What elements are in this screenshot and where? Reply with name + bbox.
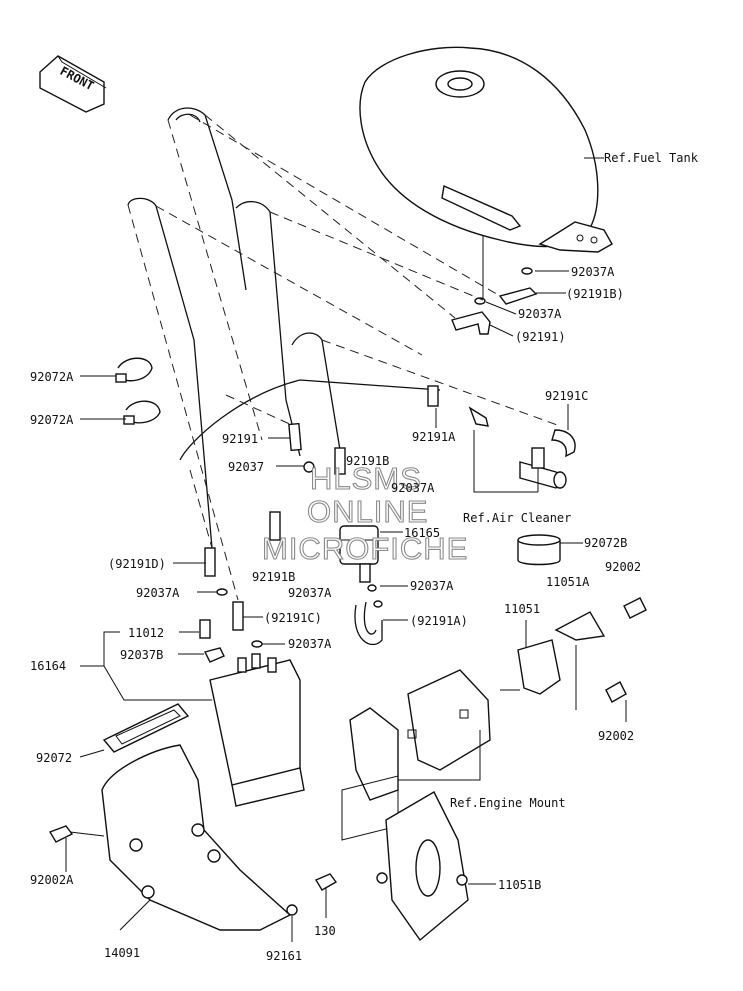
label-92072B: 92072B bbox=[584, 536, 627, 550]
label-92037A: 92037A bbox=[571, 265, 615, 279]
bolts bbox=[48, 597, 647, 916]
label-92037A: 92037A bbox=[288, 637, 332, 651]
hose-pieces bbox=[199, 385, 576, 646]
watermark: HLSMS ONLINE MICROFICHE bbox=[261, 460, 468, 566]
label-92191C-paren: (92191C) bbox=[264, 611, 322, 625]
label-92191C: 92191C bbox=[545, 389, 588, 403]
label-92072A: 92072A bbox=[30, 413, 74, 427]
label-11051A: 11051A bbox=[546, 575, 590, 589]
label-16165: 16165 bbox=[404, 526, 440, 540]
engine-mount bbox=[341, 669, 491, 841]
label-ref-air-cleaner: Ref.Air Cleaner bbox=[463, 511, 571, 525]
label-92037A: 92037A bbox=[288, 586, 332, 600]
t-fitting bbox=[473, 430, 567, 493]
label-ref-fuel-tank: Ref.Fuel Tank bbox=[604, 151, 699, 165]
watermark-line-2: ONLINE bbox=[307, 494, 428, 529]
label-92002: 92002 bbox=[598, 729, 634, 743]
label-92161: 92161 bbox=[266, 949, 302, 963]
label-11051: 11051 bbox=[504, 602, 540, 616]
band-92072B bbox=[517, 534, 561, 566]
watermark-line-1: HLSMS bbox=[310, 461, 422, 496]
label-92037B: 92037B bbox=[120, 648, 163, 662]
label-14091: 14091 bbox=[104, 946, 140, 960]
label-92191D-paren: (92191D) bbox=[108, 557, 166, 571]
solenoid-valve bbox=[303, 461, 383, 608]
fuel-tank bbox=[359, 46, 613, 253]
label-92191B-top: 92191B bbox=[346, 454, 389, 468]
label-92037A: 92037A bbox=[518, 307, 562, 321]
label-92037A: 92037A bbox=[391, 481, 435, 495]
leader-lines bbox=[65, 157, 627, 942]
cover-14091 bbox=[101, 744, 292, 931]
label-92037A: 92037A bbox=[136, 586, 180, 600]
band-clamps bbox=[115, 357, 161, 425]
label-92191: 92191 bbox=[222, 432, 258, 446]
label-130: 130 bbox=[314, 924, 336, 938]
brackets bbox=[500, 611, 606, 695]
part-labels: Ref.Fuel Tank 92037A (92191B) 92037A (92… bbox=[30, 151, 699, 963]
label-11012: 11012 bbox=[128, 626, 164, 640]
pad-92072 bbox=[102, 703, 190, 753]
label-92002A: 92002A bbox=[30, 873, 74, 887]
hose-routing bbox=[127, 107, 561, 601]
label-11051B: 11051B bbox=[498, 878, 541, 892]
label-92037A: 92037A bbox=[410, 579, 454, 593]
watermark-line-3: MICROFICHE bbox=[262, 531, 468, 566]
label-92037: 92037 bbox=[228, 460, 264, 474]
front-direction-badge: FRONT bbox=[39, 55, 107, 113]
bracket-11051B bbox=[376, 791, 469, 942]
label-ref-engine-mount: Ref.Engine Mount bbox=[450, 796, 566, 810]
label-92191B-paren: (92191B) bbox=[566, 287, 624, 301]
label-92072: 92072 bbox=[36, 751, 72, 765]
label-92191B: 92191B bbox=[252, 570, 295, 584]
label-92191A: 92191A bbox=[412, 430, 456, 444]
label-92072A: 92072A bbox=[30, 370, 74, 384]
label-16164: 16164 bbox=[30, 659, 66, 673]
canister bbox=[209, 653, 305, 807]
label-92002: 92002 bbox=[605, 560, 641, 574]
label-92191A-paren: (92191A) bbox=[410, 614, 468, 628]
label-92191-paren: (92191) bbox=[515, 330, 566, 344]
